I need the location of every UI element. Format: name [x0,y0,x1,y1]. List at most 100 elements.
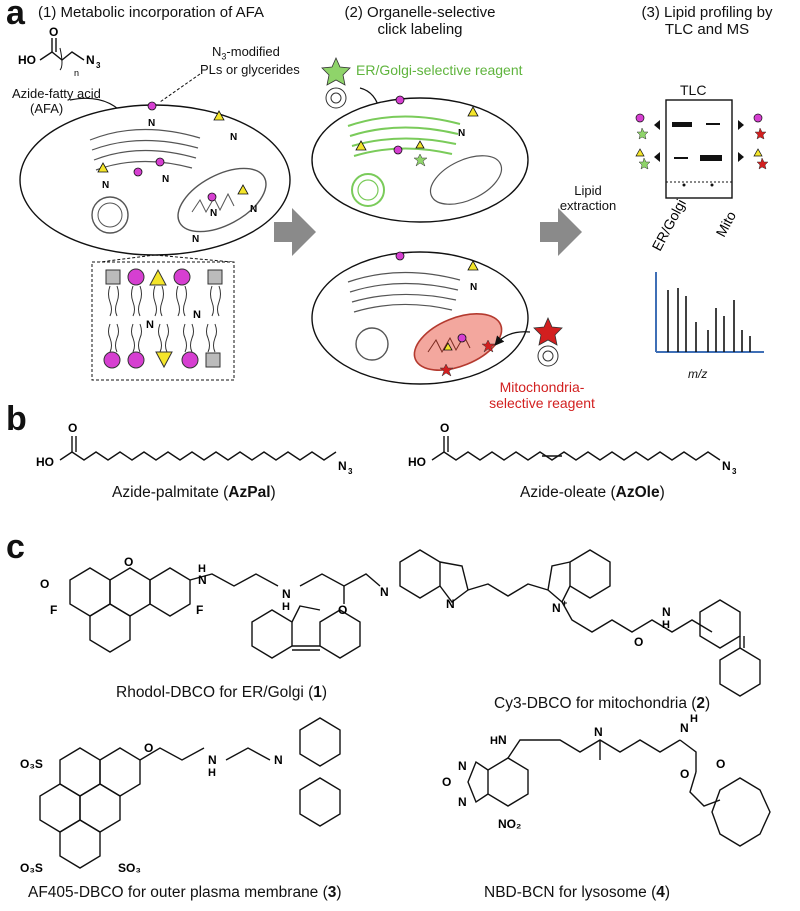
caption-compound-4: NBD-BCN for lysosome (4) [484,884,670,902]
caption-compound-3: AF405-DBCO for outer plasma membrane (3) [28,884,342,902]
c2-n-left: N [446,597,455,611]
c3-so3-bottom: O₃S [20,861,43,875]
n3-modified-rest: -modified [226,44,280,59]
cell-2-er-golgi [311,57,529,223]
c2-n-right: N [552,601,561,615]
c1-h-1: H [198,563,206,575]
caption-azpal-prefix: Azide-palmitate ( [112,484,229,501]
afa-n3-sub: 3 [96,61,101,70]
cell2-n3: N [458,128,465,139]
ms-axis-label: m/z [688,367,708,381]
lipid-extraction-label: Lipid extraction [548,183,628,213]
c1-h-2: H [282,601,290,613]
caption-1-prefix: Rhodol-DBCO for ER/Golgi ( [116,684,314,701]
cell3-n3: N [470,282,477,293]
cell1-n3-e: N [210,208,217,219]
afa-o: O [49,25,58,39]
cell-1-azide-labels: N N N N N N N [102,118,257,245]
step2-title: (2) Organelle-selective click labeling [320,4,520,38]
ms-spectrum [655,272,764,353]
azole-n3: N [722,459,731,473]
c4-nbd-n1: N [458,759,467,773]
c4-hn-n: N [498,733,507,747]
caption-2-num: 2 [696,695,706,712]
azpal-ho: HO [36,455,54,469]
c4-o-ester: O [680,767,689,781]
caption-2-suffix: ) [705,695,711,712]
lipid-extraction-line2: extraction [559,198,617,213]
c4-n-methyl: N [594,725,603,739]
cell1-n3-g: N [192,234,199,245]
cell1-n3-b: N [230,132,237,143]
cell-3-mito [311,251,563,385]
c1-f-left: F [50,603,57,617]
c3-o-ether: O [144,741,153,755]
er-golgi-reagent-label: ER/Golgi-selective reagent [356,62,523,78]
caption-azole-prefix: Azide-oleate ( [520,484,616,501]
azole-o: O [440,421,449,435]
caption-4-num: 4 [656,884,665,901]
gray-arrow-1 [274,208,316,256]
cell1-n3-f: N [250,204,257,215]
cell1-n3-c: N [102,180,109,191]
azpal-o: O [68,421,77,435]
caption-azpal-suffix: ) [270,484,276,501]
caption-2-prefix: Cy3-DBCO for mitochondria ( [494,695,697,712]
caption-1-num: 1 [313,684,322,701]
afa-label-line2: (AFA) [30,101,64,116]
cell1-n3-a: N [148,118,155,129]
c4-no2: NO₂ [498,817,521,831]
n3-modified-n: N [212,44,222,59]
caption-azpal-bold: AzPal [228,484,271,501]
c2-h: H [662,619,670,631]
c4-h: H [690,713,698,725]
c1-o-keto: O [40,577,49,591]
afa-molecule [39,38,85,71]
caption-1-suffix: ) [321,684,328,701]
c2-o: O [634,635,643,649]
tlc-lane-mito: Mito [713,208,740,239]
step2-title-line1: (2) Organelle-selective [344,4,496,21]
caption-azole: Azide-oleate (AzOle) [520,484,665,502]
cell1-n3-d: N [162,174,169,185]
zoom-n3-b: N [193,309,201,321]
c3-so3-right: SO₃ [118,861,141,875]
c1-n-2: N [282,587,291,601]
pl-pointer-line [159,73,201,103]
mito-reagent-line1: Mitochondria- [499,379,585,395]
caption-azole-suffix: ) [659,484,665,501]
membrane-zoom [91,261,235,381]
c3-so3-top: O₃S [20,757,43,771]
c4-nbd-n2: N [458,795,467,809]
caption-4-suffix: ) [664,884,671,901]
caption-4-prefix: NBD-BCN for lysosome ( [484,884,657,901]
compound-3-structure [39,717,341,869]
c2-n-plus: + [562,598,567,608]
caption-3-num: 3 [327,884,337,901]
c1-n-3: N [380,585,389,599]
step1-title: (1) Metabolic incorporation of AFA [38,4,264,21]
caption-3-suffix: ) [336,884,342,901]
afa-ho: HO [18,53,36,67]
afa-label-line1: Azide-fatty acid [12,86,101,101]
c3-n-ring: N [274,753,283,767]
panel-b-letter: b [6,400,27,438]
azole-structure [431,436,721,461]
tlc-lane-er-golgi: ER/Golgi [649,196,689,253]
c4-n-carbamate: N [680,721,689,735]
afa-label: Azide-fatty acid (AFA) [12,86,101,116]
tlc-title: TLC [680,82,707,98]
azpal-structure [59,436,337,461]
panel-a-letter: a [6,0,25,32]
step3-title: (3) Lipid profiling by TLC and MS [622,4,792,38]
c2-n-amide: N [662,605,671,619]
c4-nbd-o: O [442,775,451,789]
azole-ho: HO [408,455,426,469]
caption-azole-bold: AzOle [615,484,660,501]
compound-2-structure [399,549,761,697]
caption-3-prefix: AF405-DBCO for outer plasma membrane ( [28,884,328,901]
compound-1-structure [69,567,381,659]
c3-h: H [208,767,216,779]
n3-modified-line2: PLs or glycerides [200,61,300,77]
mito-reagent-label: Mitochondria- selective reagent [482,379,602,411]
